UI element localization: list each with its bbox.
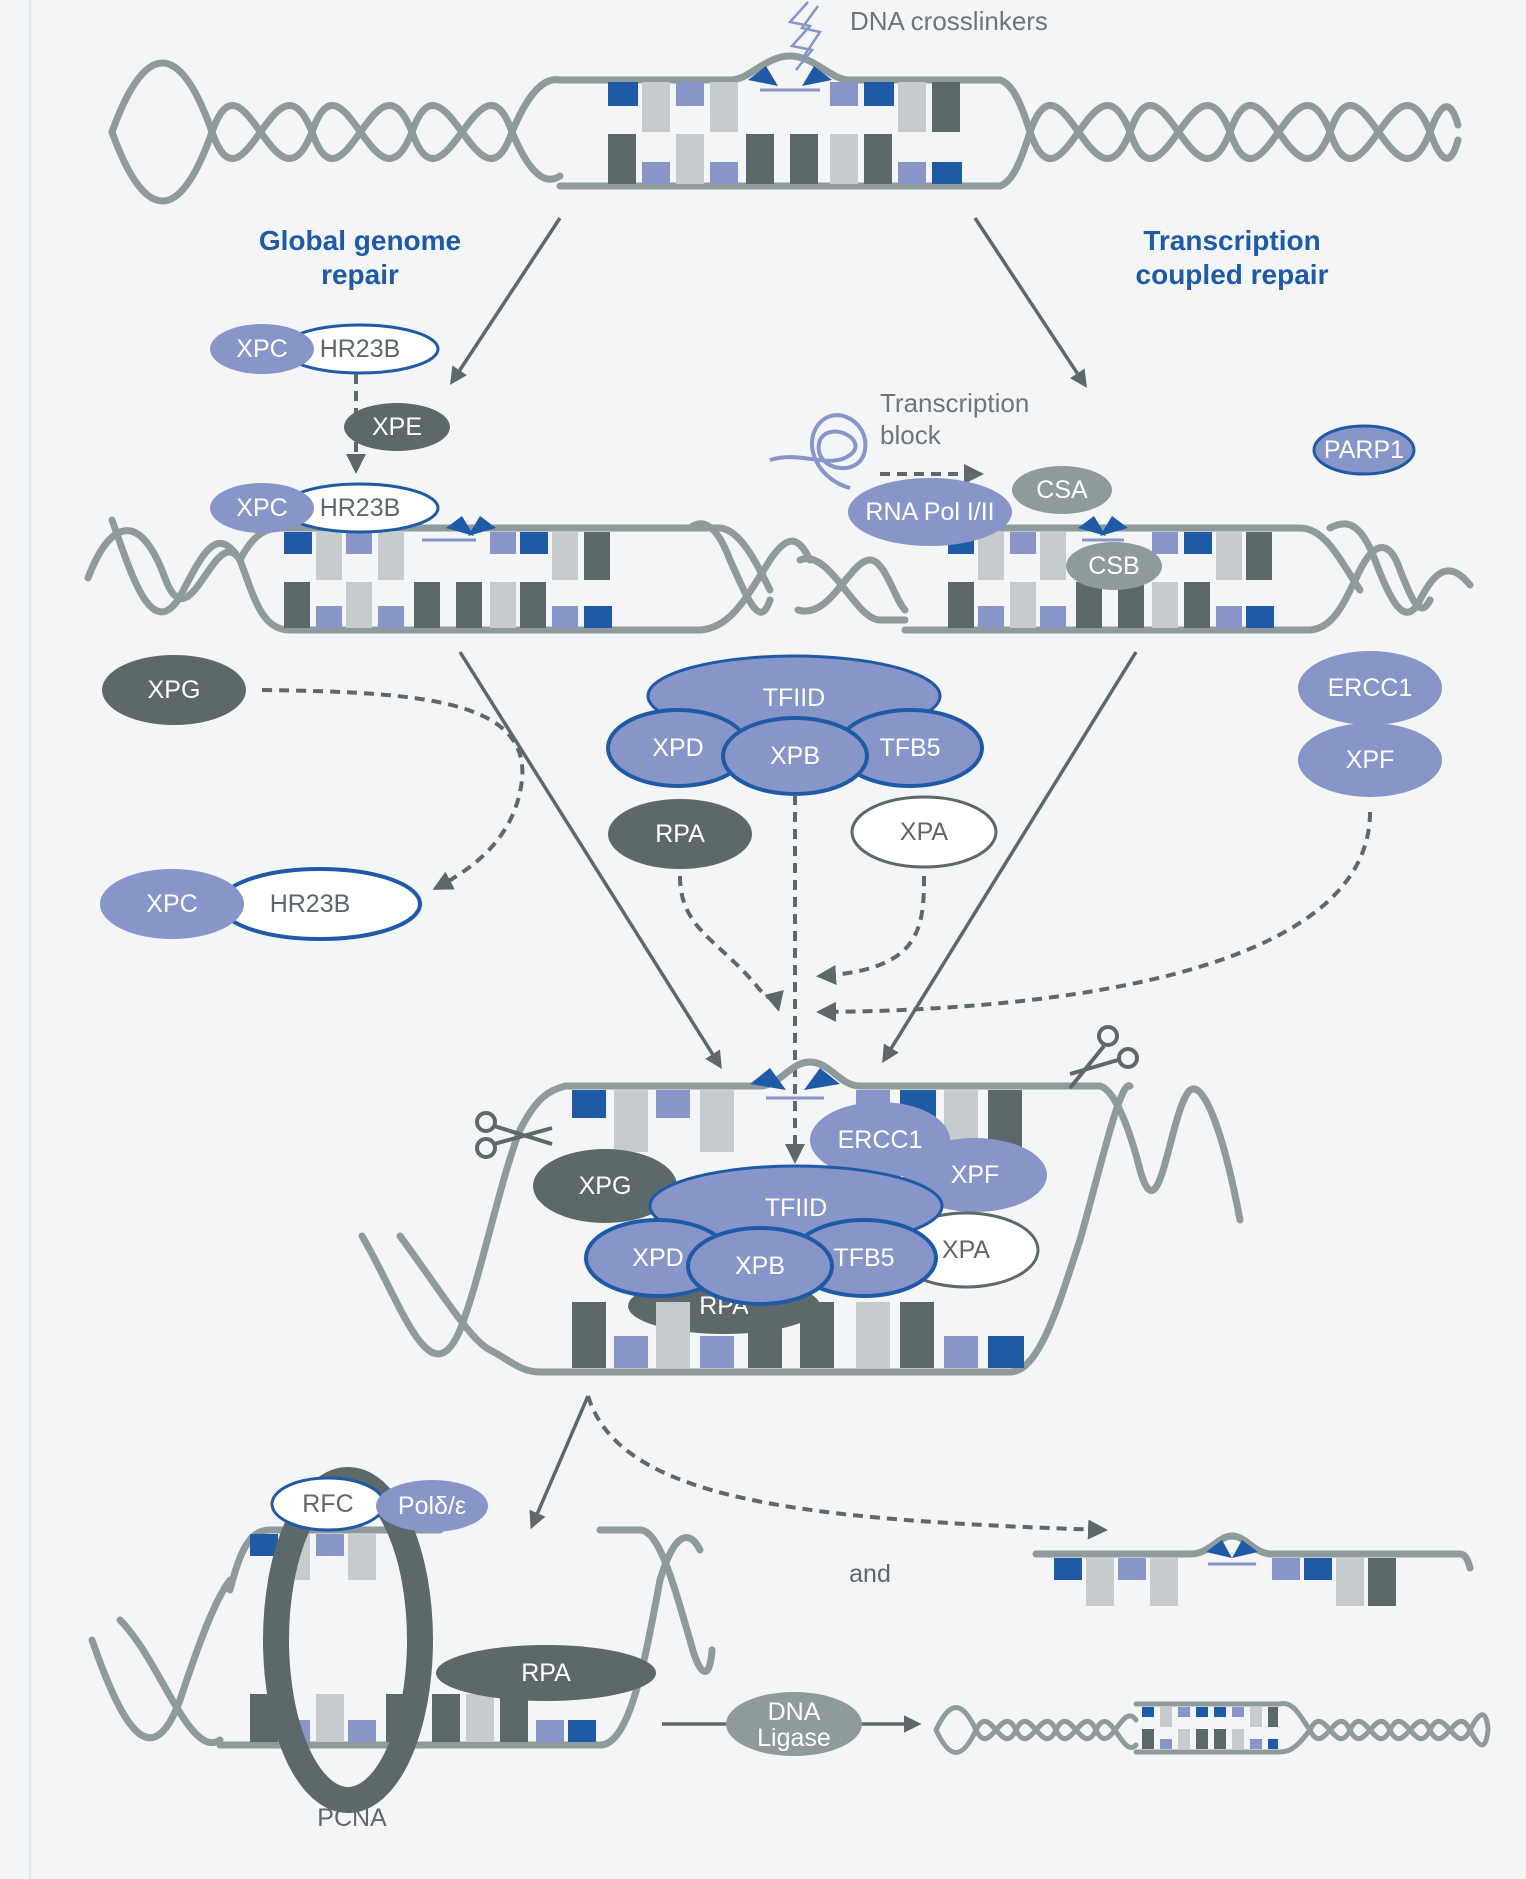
svg-text:XPA: XPA (942, 1236, 990, 1264)
dna-ligase-protein: DNA Ligase (726, 1692, 862, 1756)
global-genome-repair-title: Global genome (259, 225, 461, 256)
svg-text:XPD: XPD (632, 1244, 683, 1272)
rfc-protein: RFC (270, 1476, 386, 1532)
arrow-to-global (450, 217, 562, 385)
tfiih-complex-free: TFIID XPD TFB5 XPB (606, 654, 984, 796)
svg-text:HR23B: HR23B (320, 335, 401, 363)
svg-text:CSB: CSB (1088, 552, 1139, 580)
transcription-coupled-repair-title: Transcription (1143, 225, 1320, 256)
parp1-protein: PARP1 (1312, 424, 1416, 476)
ggr-dna-bases (284, 516, 612, 628)
damage-label: DNA crosslinkers (850, 6, 1048, 36)
svg-text:HR23B: HR23B (270, 890, 351, 918)
top-dna-bases (608, 66, 962, 184)
csa-protein: CSA (1012, 466, 1112, 514)
svg-text:XPG: XPG (148, 676, 201, 704)
svg-text:XPB: XPB (735, 1252, 785, 1280)
xpg-bound: XPG (533, 1149, 677, 1223)
tfiih-complex-bound: TFIID XPD TFB5 XPB (584, 1164, 944, 1306)
rna-transcript-icon (769, 413, 868, 490)
svg-text:XPC: XPC (236, 494, 287, 522)
svg-text:TFIID: TFIID (763, 684, 826, 712)
svg-text:XPD: XPD (652, 734, 703, 762)
svg-text:XPF: XPF (1346, 746, 1395, 774)
repaired-dna (933, 1701, 1491, 1755)
transcription-block-label-line2: block (880, 420, 942, 450)
xpa-protein-free: XPA (850, 795, 998, 869)
xpc-hr23b-complex-bound: XPC HR23B (210, 482, 440, 534)
xpg-protein-free: XPG (102, 655, 246, 725)
svg-text:TFB5: TFB5 (879, 734, 940, 762)
svg-text:XPC: XPC (236, 335, 287, 363)
svg-text:XPA: XPA (900, 818, 948, 846)
svg-text:TFB5: TFB5 (833, 1244, 894, 1272)
svg-text:Ligase: Ligase (757, 1724, 831, 1752)
arrow-to-transcription (973, 217, 1087, 388)
ercc1-xpf-bound: XPF ERCC1 (810, 1102, 1047, 1212)
xpc-hr23b-released: XPC HR23B (100, 867, 422, 941)
svg-text:TFIID: TFIID (765, 1194, 828, 1222)
svg-text:Polδ/ε: Polδ/ε (398, 1492, 466, 1520)
tcr-dna-strand (794, 520, 1474, 634)
xpc-hr23b-complex-top: XPC HR23B (210, 323, 440, 375)
svg-text:CSA: CSA (1036, 476, 1088, 504)
lightning-icon (787, 1, 815, 71)
and-label: and (849, 1560, 891, 1588)
global-genome-repair-title-line2: repair (321, 259, 399, 290)
svg-text:XPC: XPC (146, 890, 197, 918)
ercc1-xpf-free: XPF ERCC1 (1298, 651, 1442, 797)
svg-text:XPG: XPG (579, 1172, 632, 1200)
rna-pol-protein: RNA Pol I/II (848, 478, 1012, 546)
resynthesis-dna-strand (88, 1526, 716, 1749)
excised-fragment (1032, 1532, 1474, 1606)
scissors-icon-right (1068, 1025, 1139, 1090)
svg-text:HR23B: HR23B (320, 494, 401, 522)
transcription-coupled-repair-title-line2: coupled repair (1136, 259, 1329, 290)
polymerase-protein: Polδ/ε (376, 1480, 488, 1532)
svg-text:XPE: XPE (372, 413, 422, 441)
tcr-dna-bases (948, 516, 1274, 628)
csb-protein: CSB (1066, 542, 1162, 590)
xpe-protein: XPE (344, 403, 450, 451)
svg-text:RPA: RPA (521, 1659, 571, 1687)
svg-text:ERCC1: ERCC1 (1328, 674, 1413, 702)
incision-dna-bottom-bases (572, 1302, 1024, 1368)
svg-text:RPA: RPA (655, 820, 705, 848)
svg-text:PCNA: PCNA (317, 1804, 387, 1832)
scissors-icon-left (475, 1111, 553, 1159)
svg-text:XPB: XPB (770, 742, 820, 770)
rpa-protein-free: RPA (608, 799, 752, 869)
svg-text:ERCC1: ERCC1 (838, 1126, 923, 1154)
svg-text:XPF: XPF (951, 1161, 1000, 1189)
transcription-block-label: Transcription (880, 388, 1029, 418)
svg-text:RNA Pol I/II: RNA Pol I/II (865, 498, 994, 526)
top-dna-strand (108, 52, 1462, 205)
xpg-to-xpc-dashed-arrow (261, 688, 525, 890)
rpa-resynthesis: RPA (436, 1645, 656, 1701)
ggr-dna-strand (84, 516, 814, 634)
svg-text:PARP1: PARP1 (1324, 436, 1404, 464)
svg-text:DNA: DNA (768, 1698, 821, 1726)
svg-text:RFC: RFC (302, 1490, 353, 1518)
